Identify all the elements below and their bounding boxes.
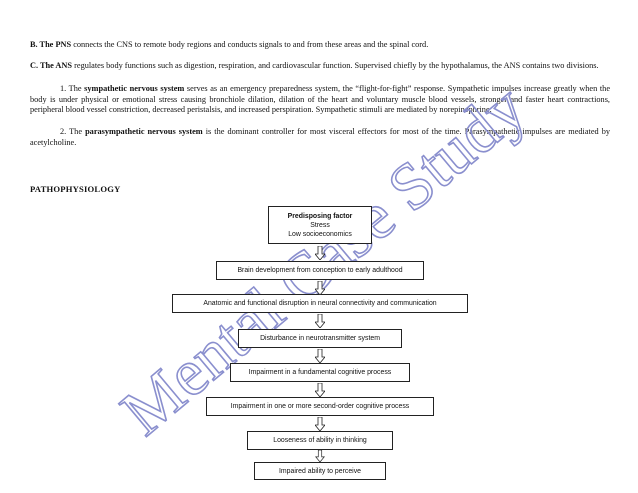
flow-step-2-label: Anatomic and functional disruption in ne… xyxy=(203,300,437,307)
parasympathetic-text: is the dominant controller for most visc… xyxy=(30,127,611,147)
predisposing-factor-box: Predisposing factor Stress Low socioecon… xyxy=(268,206,372,244)
pns-label: B. The PNS xyxy=(30,40,72,49)
down-arrow-icon xyxy=(315,281,325,295)
flow-step-2: Anatomic and functional disruption in ne… xyxy=(172,294,468,313)
parasympathetic-prefix: 2. The xyxy=(60,127,86,136)
paragraph-pns: B. The PNS connects the CNS to remote bo… xyxy=(30,40,610,51)
flow-step-7: Impaired ability to perceive xyxy=(254,462,386,480)
flow-step-4: Impairment in a fundamental cognitive pr… xyxy=(230,363,410,382)
flow-step-7-label: Impaired ability to perceive xyxy=(279,467,361,475)
down-arrow-icon xyxy=(315,383,325,397)
pns-text: connects the CNS to remote body regions … xyxy=(71,40,429,49)
flow-step-6-label: Looseness of ability in thinking xyxy=(273,437,367,444)
sympathetic-term: sympathetic nervous system xyxy=(84,84,185,93)
predisposing-factor-stress: Stress xyxy=(310,221,330,229)
predisposing-factor-socioeconomics: Low socioeconomics xyxy=(288,230,352,238)
predisposing-factor-title: Predisposing factor xyxy=(287,212,353,220)
down-arrow-icon xyxy=(315,417,325,431)
parasympathetic-term: parasympathetic nervous system xyxy=(85,127,203,136)
flow-step-1: Brain development from conception to ear… xyxy=(216,261,424,280)
ans-text: regulates body functions such as digesti… xyxy=(72,61,599,70)
flow-step-5: Impairment in one or more second-order c… xyxy=(206,397,434,416)
flow-step-6: Looseness of ability in thinking xyxy=(247,431,393,450)
down-arrow-icon xyxy=(315,246,325,260)
flow-step-4-label: Impairment in a fundamental cognitive pr… xyxy=(248,369,392,376)
paragraph-parasympathetic: 2. The parasympathetic nervous system is… xyxy=(30,127,610,148)
flow-step-3: Disturbance in neurotransmitter system xyxy=(238,329,402,348)
sympathetic-prefix: 1. The xyxy=(60,84,85,93)
ans-label: C. The ANS xyxy=(30,61,73,70)
paragraph-sympathetic: 1. The sympathetic nervous system serves… xyxy=(30,84,610,116)
flow-step-1-label: Brain development from conception to ear… xyxy=(237,267,403,274)
sympathetic-text: serves as an emergency preparedness syst… xyxy=(30,84,610,115)
section-heading: PATHOPHYSIOLOGY xyxy=(30,184,121,194)
flow-step-5-label: Impairment in one or more second-order c… xyxy=(230,403,410,410)
down-arrow-icon xyxy=(315,314,325,328)
paragraph-ans: C. The ANS regulates body functions such… xyxy=(30,61,610,72)
flow-step-3-label: Disturbance in neurotransmitter system xyxy=(260,335,380,342)
down-arrow-icon xyxy=(315,450,325,462)
down-arrow-icon xyxy=(315,349,325,363)
